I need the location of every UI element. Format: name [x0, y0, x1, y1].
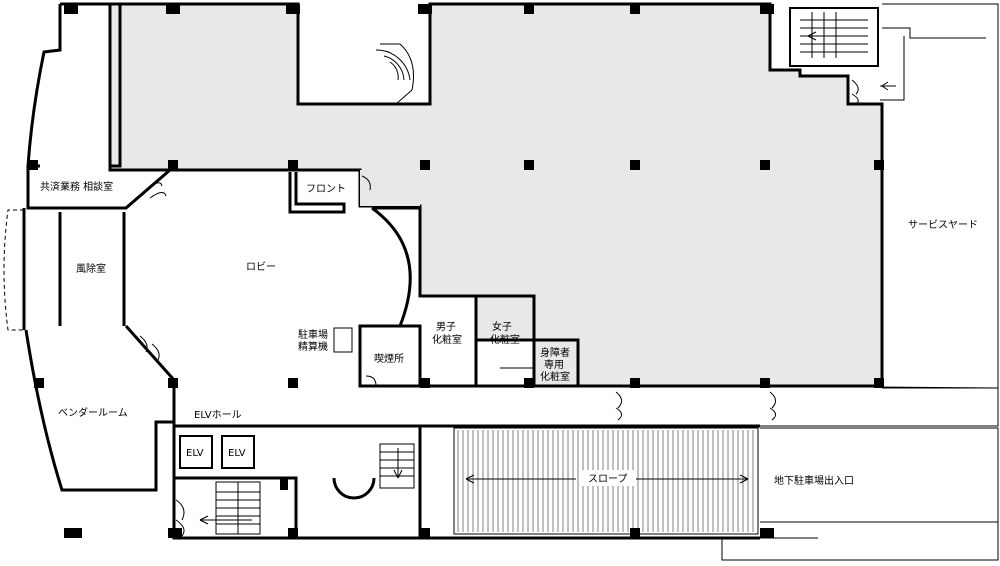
door-swing-8 — [175, 499, 185, 537]
bottom-corridor-wall — [172, 380, 422, 540]
fusaishitsu-walls — [22, 208, 126, 330]
label-elv-hall: ELVホール — [194, 409, 242, 421]
service-yard-outline — [882, 3, 999, 389]
label-accessible-3: 化粧室 — [540, 370, 570, 383]
label-service-yard: サービスヤード — [908, 219, 978, 231]
door-swing-7 — [365, 375, 377, 387]
label-elv-1: ELV — [186, 448, 204, 459]
spiral-center — [380, 43, 414, 105]
kyosai-room-wall — [26, 166, 171, 210]
vending-room-wall — [24, 325, 176, 492]
fusaishitsu-dashed — [3, 209, 24, 331]
label-accessible-2: 専用 — [544, 359, 564, 371]
label-slope: スロープ — [588, 473, 627, 485]
door-swing-1 — [145, 182, 167, 199]
label-parking-entrance: 地下駐車場出入口 — [774, 474, 854, 487]
elevator-2 — [221, 435, 255, 469]
label-front: フロント — [306, 184, 346, 195]
label-parking-machine-1: 駐車場 — [298, 328, 328, 341]
door-swing-3 — [139, 335, 160, 361]
label-lobby: ロビー — [246, 261, 276, 273]
label-fusaishitsu: 風除室 — [76, 262, 106, 275]
parking-entrance-outline — [721, 427, 999, 561]
door-swing-5 — [769, 391, 776, 421]
corridor-right-outline — [759, 385, 999, 427]
slope-stair — [379, 443, 415, 489]
top-right-stair-box — [789, 7, 879, 67]
bottom-stair — [215, 481, 261, 535]
lobby-curve — [371, 206, 412, 327]
elv-hall-wall — [172, 426, 298, 538]
label-mens-2: 化粧室 — [432, 333, 462, 346]
bottom-stair-arrow — [199, 515, 252, 525]
slope-arrow — [465, 474, 749, 484]
elevator-1 — [179, 435, 213, 469]
label-smoking: 喫煙所 — [374, 353, 404, 365]
left-outer-wall — [26, 4, 62, 168]
service-yard-path — [880, 27, 986, 101]
label-womens-1: 女子 — [492, 320, 512, 333]
label-parking-machine-2: 精算機 — [298, 340, 328, 353]
label-mens-1: 男子 — [436, 321, 456, 333]
label-kyosai: 共済業務 相談室 — [40, 180, 113, 193]
parking-machine — [333, 327, 353, 353]
service-arrow — [881, 81, 896, 91]
slope-stair-arrow — [393, 448, 403, 479]
stair-arrow-top — [807, 31, 860, 41]
label-accessible-1: 身障者 — [540, 346, 570, 359]
door-swing-2 — [361, 175, 371, 191]
mid-corridor — [420, 384, 882, 428]
slope-label-bg — [580, 470, 634, 486]
lobby-notch — [360, 170, 420, 206]
door-swing-4 — [615, 391, 622, 421]
label-vending: ベンダールーム — [58, 406, 128, 419]
lobby-curve-wall — [372, 206, 422, 296]
door-swing-6 — [851, 79, 859, 105]
label-womens-2: 化粧室 — [490, 333, 520, 346]
label-elv-2: ELV — [228, 448, 246, 459]
upper-left-wall — [60, 2, 122, 168]
round-column — [332, 477, 376, 500]
slope-hatching — [457, 430, 754, 532]
front-counter — [288, 172, 346, 214]
spiral-stair — [375, 49, 411, 81]
columns — [28, 4, 884, 538]
